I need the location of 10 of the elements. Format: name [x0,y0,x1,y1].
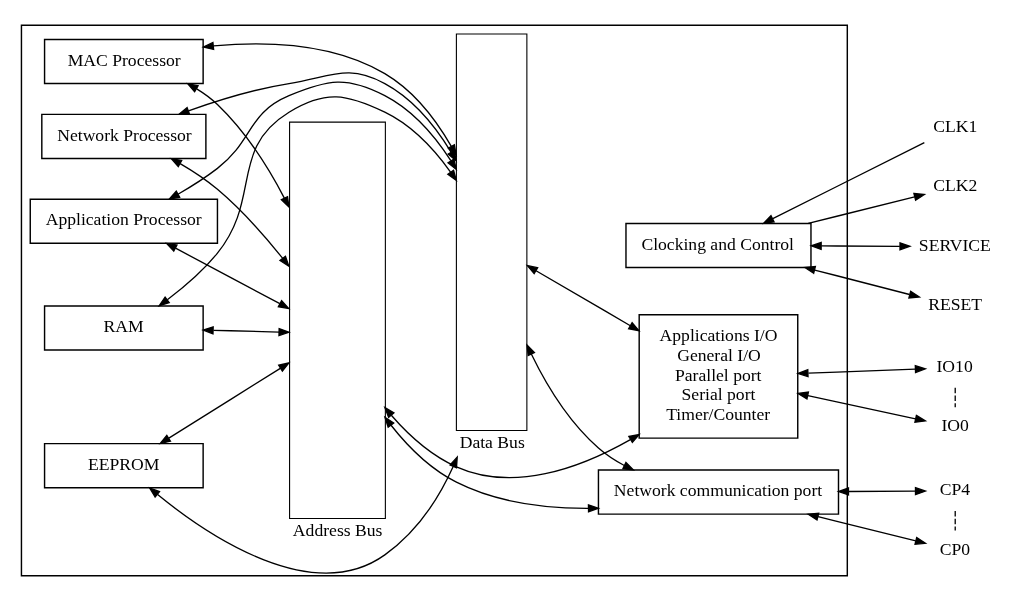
node-text: CLK2 [933,175,978,196]
node-text: IO10 [936,355,973,376]
node-label: Address Bus [292,519,383,540]
node-text: CLK1 [933,115,978,136]
node-text: CP0 [939,538,971,559]
node-text: IO0 [941,415,969,436]
node-label: Data Bus [459,431,525,452]
node-text: CP4 [939,479,971,500]
node-text: RESET [928,294,983,315]
node-text: SERVICE [918,234,991,255]
